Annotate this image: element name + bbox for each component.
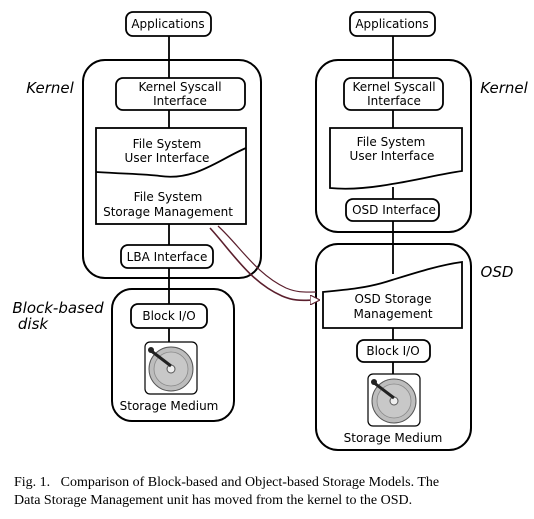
- left-syscall-box: [115, 77, 246, 111]
- right-syscall-label-2: Interface: [367, 94, 421, 108]
- figure-caption: Fig. 1. Comparison of Block-based and Ob…: [14, 474, 524, 510]
- migration-arrow: [209, 227, 318, 300]
- right-syscall-label-1: Kernel Syscall: [352, 80, 435, 94]
- left-fs-sm-label-1: File System: [134, 190, 203, 204]
- left-disk-label-2: disk: [18, 315, 50, 333]
- right-storage-medium-label: Storage Medium: [344, 431, 443, 445]
- right-fs-ui-label-1: File System: [357, 135, 426, 149]
- storage-model-diagram: Applications Kernel Kernel Syscall Inter…: [12, 11, 529, 451]
- right-osd-sm-label-1: OSD Storage: [354, 292, 431, 306]
- right-osd-sm-label-2: Management: [353, 307, 432, 321]
- left-storage-medium-label: Storage Medium: [120, 399, 219, 413]
- left-lba-interface-label: LBA Interface: [127, 250, 208, 264]
- right-kernel-label: Kernel: [480, 79, 528, 97]
- left-applications-label: Applications: [131, 17, 204, 31]
- left-applications-box: [125, 11, 212, 37]
- right-applications-box: [349, 11, 436, 37]
- left-block-io-box: [130, 303, 208, 329]
- right-osd-interface-box: [345, 198, 440, 222]
- right-fs-ui-box: [329, 127, 463, 190]
- left-hard-disk-icon: [144, 341, 198, 395]
- right-syscall-box: [343, 77, 444, 111]
- left-block-based-model: Applications Kernel Kernel Syscall Inter…: [12, 11, 262, 422]
- left-syscall-label-2: Interface: [153, 94, 207, 108]
- right-block-io-label: Block I/O: [366, 344, 419, 358]
- left-file-system-divider: [95, 147, 247, 178]
- right-osd-label: OSD: [481, 263, 514, 281]
- right-object-based-model: Applications Kernel Kernel Syscall Inter…: [315, 11, 529, 451]
- left-syscall-label-1: Kernel Syscall: [138, 80, 221, 94]
- right-applications-label: Applications: [355, 17, 428, 31]
- right-osd-interface-label: OSD Interface: [352, 203, 436, 217]
- right-block-io-box: [356, 339, 431, 363]
- right-hard-disk-icon: [367, 373, 421, 427]
- left-disk-label-1: Block-based: [12, 299, 104, 317]
- caption-line-1: Fig. 1. Comparison of Block-based and Ob…: [14, 475, 440, 490]
- left-lba-interface-box: [120, 244, 214, 269]
- left-kernel-label: Kernel: [26, 79, 74, 97]
- right-fs-ui-label-2: User Interface: [350, 149, 435, 163]
- migration-arrow-inner: [217, 225, 317, 293]
- left-fs-ui-label-2: User Interface: [125, 151, 210, 165]
- left-block-io-label: Block I/O: [142, 309, 195, 323]
- right-osd-sm-box: [322, 260, 463, 329]
- left-fs-sm-label-2: Storage Management: [103, 205, 233, 219]
- left-fs-ui-label-1: File System: [133, 137, 202, 151]
- caption-line-2: Data Storage Management unit has moved f…: [14, 493, 413, 508]
